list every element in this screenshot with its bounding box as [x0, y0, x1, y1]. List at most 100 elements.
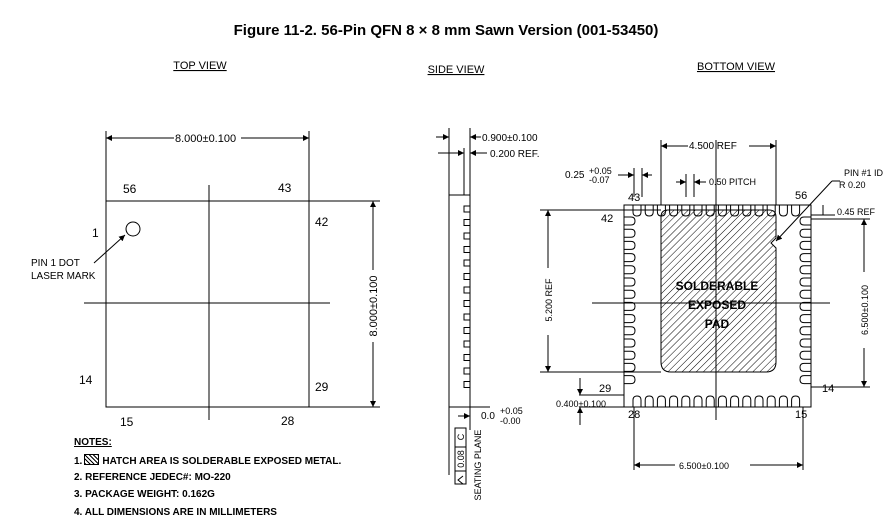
right-lead	[799, 326, 811, 336]
body-dim-vertical: 6.500±0.100	[860, 285, 870, 335]
left-lead	[624, 314, 636, 324]
top-width-dim: 8.000±0.100	[175, 133, 236, 145]
bottom-pin28: 28	[628, 409, 640, 421]
side-lead	[463, 381, 471, 388]
left-lead	[624, 350, 636, 360]
bottom-lead	[705, 395, 715, 407]
bottom-lead	[778, 395, 788, 407]
note4: 4. ALL DIMENSIONS ARE IN MILLIMETERS	[74, 506, 277, 518]
bottom-lead	[669, 395, 679, 407]
bottom-pin56: 56	[795, 190, 807, 202]
pin1-id-line2: R 0.20	[839, 180, 866, 190]
right-lead	[799, 265, 811, 275]
side-leads	[463, 205, 471, 388]
bottom-pin15: 15	[795, 409, 807, 421]
notes-header: NOTES:	[74, 437, 112, 448]
pad-label-line2: EXPOSED	[688, 298, 746, 312]
side-lead	[463, 300, 471, 307]
bottom-pin29: 29	[599, 383, 611, 395]
pad-ref-dim: 4.500 REF	[689, 141, 737, 152]
pin1-note-line1: PIN 1 DOT	[31, 258, 80, 269]
top-pin56: 56	[123, 182, 137, 196]
bottom-lead	[632, 395, 642, 407]
side-lead	[463, 232, 471, 240]
figure-title: Figure 11-2. 56-Pin QFN 8 × 8 mm Sawn Ve…	[233, 22, 659, 39]
top-lead	[669, 205, 679, 217]
top-pin42: 42	[315, 215, 329, 229]
top-view-body	[105, 200, 310, 408]
right-lead	[799, 375, 811, 385]
top-lead	[717, 205, 727, 217]
bottom-pin43: 43	[628, 192, 640, 204]
bottom-lead	[693, 395, 703, 407]
bottom-lead	[681, 395, 691, 407]
side-lead	[463, 340, 471, 348]
note2: 2. REFERENCE JEDEC#: MO-220	[74, 471, 231, 483]
left-lead	[624, 216, 636, 226]
top-pin28: 28	[281, 414, 295, 428]
right-lead	[799, 289, 811, 299]
bottom-lead	[766, 395, 776, 407]
right-lead	[799, 228, 811, 238]
left-lead	[624, 326, 636, 336]
left-lead	[624, 375, 636, 385]
seating-minus: -0.00	[500, 416, 521, 426]
top-lead	[754, 205, 764, 217]
top-pin29: 29	[315, 380, 329, 394]
top-lead	[681, 205, 691, 217]
seating-plus: +0.05	[500, 406, 523, 416]
bottom-lead	[656, 395, 666, 407]
left-lead	[624, 265, 636, 275]
top-pin1: 1	[92, 226, 99, 240]
bottom-pin14: 14	[822, 383, 834, 395]
right-lead	[799, 240, 811, 250]
right-lead	[799, 216, 811, 226]
top-height-dim: 8.000±0.100	[368, 275, 380, 336]
top-lead	[730, 205, 740, 217]
side-lead	[463, 259, 471, 267]
body-dim-horizontal: 6.500±0.100	[679, 461, 729, 471]
seating-base: 0.0	[481, 411, 495, 422]
note3: 3. PACKAGE WEIGHT: 0.162G	[74, 489, 215, 500]
datum-letter: C	[456, 433, 466, 440]
lead-width-minus: -0.07	[589, 175, 610, 185]
lead-width-base: 0.25	[565, 170, 585, 181]
bottom-pin42: 42	[601, 213, 613, 225]
pin1-note-line2: LASER MARK	[31, 271, 96, 282]
pad-label-line3: PAD	[705, 317, 730, 331]
pin1-id-line1: PIN #1 ID	[844, 168, 884, 178]
top-lead	[778, 205, 788, 217]
pad-height-dim: 5.200 REF	[544, 278, 554, 322]
left-lead	[624, 362, 636, 372]
right-lead	[799, 362, 811, 372]
notes-block: NOTES: 1.HATCH AREA IS SOLDERABLE EXPOSE…	[74, 437, 341, 524]
left-lead	[624, 228, 636, 238]
lead-length-dim: 0.400±0.100	[556, 399, 606, 409]
note1-text: HATCH AREA IS SOLDERABLE EXPOSED METAL.	[102, 456, 342, 467]
hatch-swatch-icon	[84, 454, 100, 465]
seating-plane-label: SEATING PLANE	[473, 430, 483, 501]
side-view	[436, 128, 490, 485]
right-lead	[799, 301, 811, 311]
left-lead	[624, 277, 636, 287]
lead-width-plus: +0.05	[589, 166, 612, 176]
top-lead	[766, 205, 776, 217]
side-thickness: 0.900±0.100	[482, 133, 538, 144]
side-lead	[463, 327, 471, 334]
side-view-label: SIDE VIEW	[428, 64, 485, 76]
top-lead	[693, 205, 703, 217]
bottom-lead	[754, 395, 764, 407]
bottom-lead	[717, 395, 727, 407]
bottom-lead	[644, 395, 654, 407]
bottom-leads	[624, 205, 811, 407]
top-lead	[644, 205, 654, 217]
side-standoff: 0.200 REF.	[490, 149, 539, 160]
side-lead	[463, 246, 471, 253]
chamfer-dim: 0.45 REF	[837, 207, 876, 217]
top-lead	[705, 205, 715, 217]
left-lead	[624, 253, 636, 263]
bottom-body	[623, 204, 812, 408]
right-lead	[799, 253, 811, 263]
bottom-lead	[791, 395, 801, 407]
